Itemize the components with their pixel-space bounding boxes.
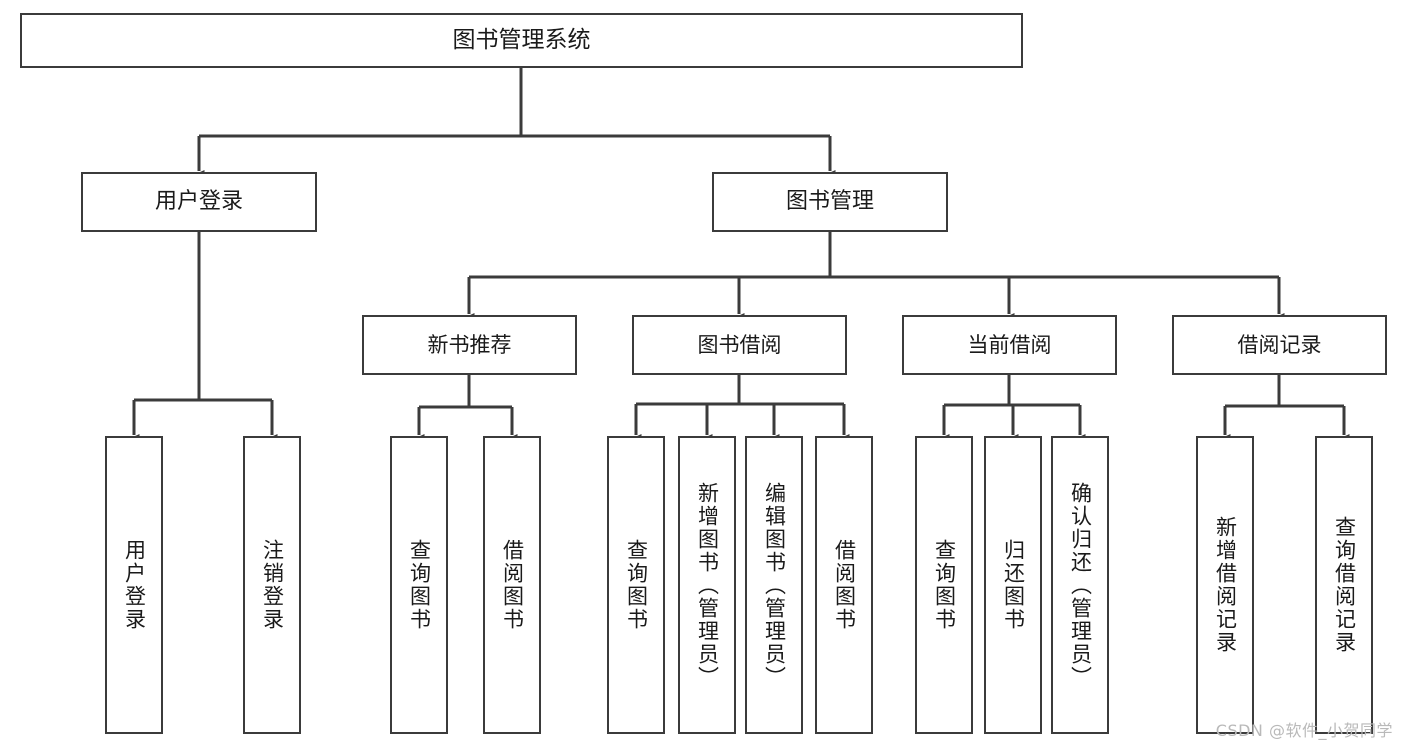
node-label-leaf-borrow-edit-book: 编辑图书（管理员） [762, 481, 787, 689]
node-label-borrow-record: 借阅记录 [1237, 332, 1322, 357]
node-label-book-manage: 图书管理 [785, 189, 874, 215]
node-label-new-book-rec: 新书推荐 [427, 332, 512, 357]
node-current-borrow[interactable]: 当前借阅 [902, 315, 1117, 375]
node-label-leaf-current-query-book: 查询图书 [932, 539, 957, 631]
node-user-login[interactable]: 用户登录 [81, 172, 317, 232]
node-leaf-current-confirm-return[interactable]: 确认归还（管理员） [1051, 436, 1109, 734]
node-label-leaf-borrow-query-book: 查询图书 [624, 539, 649, 631]
node-label-user-login: 用户登录 [154, 189, 243, 215]
edge-paths [128, 68, 1350, 444]
node-label-root: 图书管理系统 [452, 26, 591, 53]
node-leaf-borrow-add-book[interactable]: 新增图书（管理员） [678, 436, 736, 734]
node-leaf-record-query[interactable]: 查询借阅记录 [1315, 436, 1373, 734]
node-label-leaf-rec-query-book: 查询图书 [407, 539, 432, 631]
node-leaf-user-logout[interactable]: 注销登录 [243, 436, 301, 734]
node-book-manage[interactable]: 图书管理 [712, 172, 948, 232]
node-leaf-borrow-edit-book[interactable]: 编辑图书（管理员） [745, 436, 803, 734]
node-borrow-record[interactable]: 借阅记录 [1172, 315, 1387, 375]
node-label-leaf-rec-borrow-book: 借阅图书 [500, 539, 525, 631]
node-label-leaf-current-confirm-return: 确认归还（管理员） [1068, 481, 1093, 689]
node-label-leaf-borrow-borrow-book: 借阅图书 [832, 539, 857, 631]
node-label-book-borrow: 图书借阅 [697, 332, 782, 357]
node-leaf-record-add[interactable]: 新增借阅记录 [1196, 436, 1254, 734]
watermark: CSDN @软件_小贺同学 [1215, 721, 1393, 740]
node-leaf-rec-query-book[interactable]: 查询图书 [390, 436, 448, 734]
node-leaf-user-login[interactable]: 用户登录 [105, 436, 163, 734]
node-label-leaf-record-add: 新增借阅记录 [1213, 516, 1238, 654]
node-label-current-borrow: 当前借阅 [967, 332, 1052, 357]
node-label-leaf-user-logout: 注销登录 [260, 539, 285, 631]
node-leaf-current-query-book[interactable]: 查询图书 [915, 436, 973, 734]
node-leaf-rec-borrow-book[interactable]: 借阅图书 [483, 436, 541, 734]
node-root[interactable]: 图书管理系统 [20, 13, 1023, 68]
node-label-leaf-borrow-add-book: 新增图书（管理员） [695, 481, 720, 689]
node-label-leaf-record-query: 查询借阅记录 [1332, 516, 1357, 654]
node-label-leaf-user-login: 用户登录 [122, 539, 147, 631]
node-leaf-borrow-query-book[interactable]: 查询图书 [607, 436, 665, 734]
node-leaf-current-return-book[interactable]: 归还图书 [984, 436, 1042, 734]
node-leaf-borrow-borrow-book[interactable]: 借阅图书 [815, 436, 873, 734]
node-new-book-rec[interactable]: 新书推荐 [362, 315, 577, 375]
node-book-borrow[interactable]: 图书借阅 [632, 315, 847, 375]
node-label-leaf-current-return-book: 归还图书 [1001, 539, 1026, 631]
